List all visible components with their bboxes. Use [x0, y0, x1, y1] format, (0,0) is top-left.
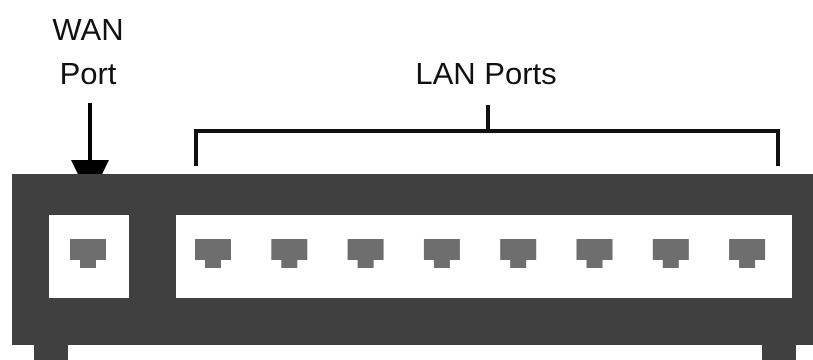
lan-port-5 — [500, 239, 537, 268]
ports-layer — [70, 239, 766, 268]
lan-label: LAN Ports — [415, 56, 556, 91]
lan-port-2 — [271, 239, 308, 268]
lan-bracket — [194, 105, 780, 166]
lan-port-4 — [423, 239, 460, 268]
router-foot-left — [34, 345, 68, 360]
lan-port-panel — [176, 215, 792, 298]
wan-label-line2: Port — [60, 56, 117, 91]
router-foot-right — [762, 345, 796, 360]
lan-port-7 — [652, 239, 689, 268]
lan-port-3 — [347, 239, 384, 268]
wan-label-line1: WAN — [52, 12, 123, 47]
lan-port-1 — [195, 239, 231, 268]
lan-port-6 — [576, 239, 613, 268]
wan-port — [70, 239, 106, 268]
lan-port-8 — [729, 239, 766, 268]
